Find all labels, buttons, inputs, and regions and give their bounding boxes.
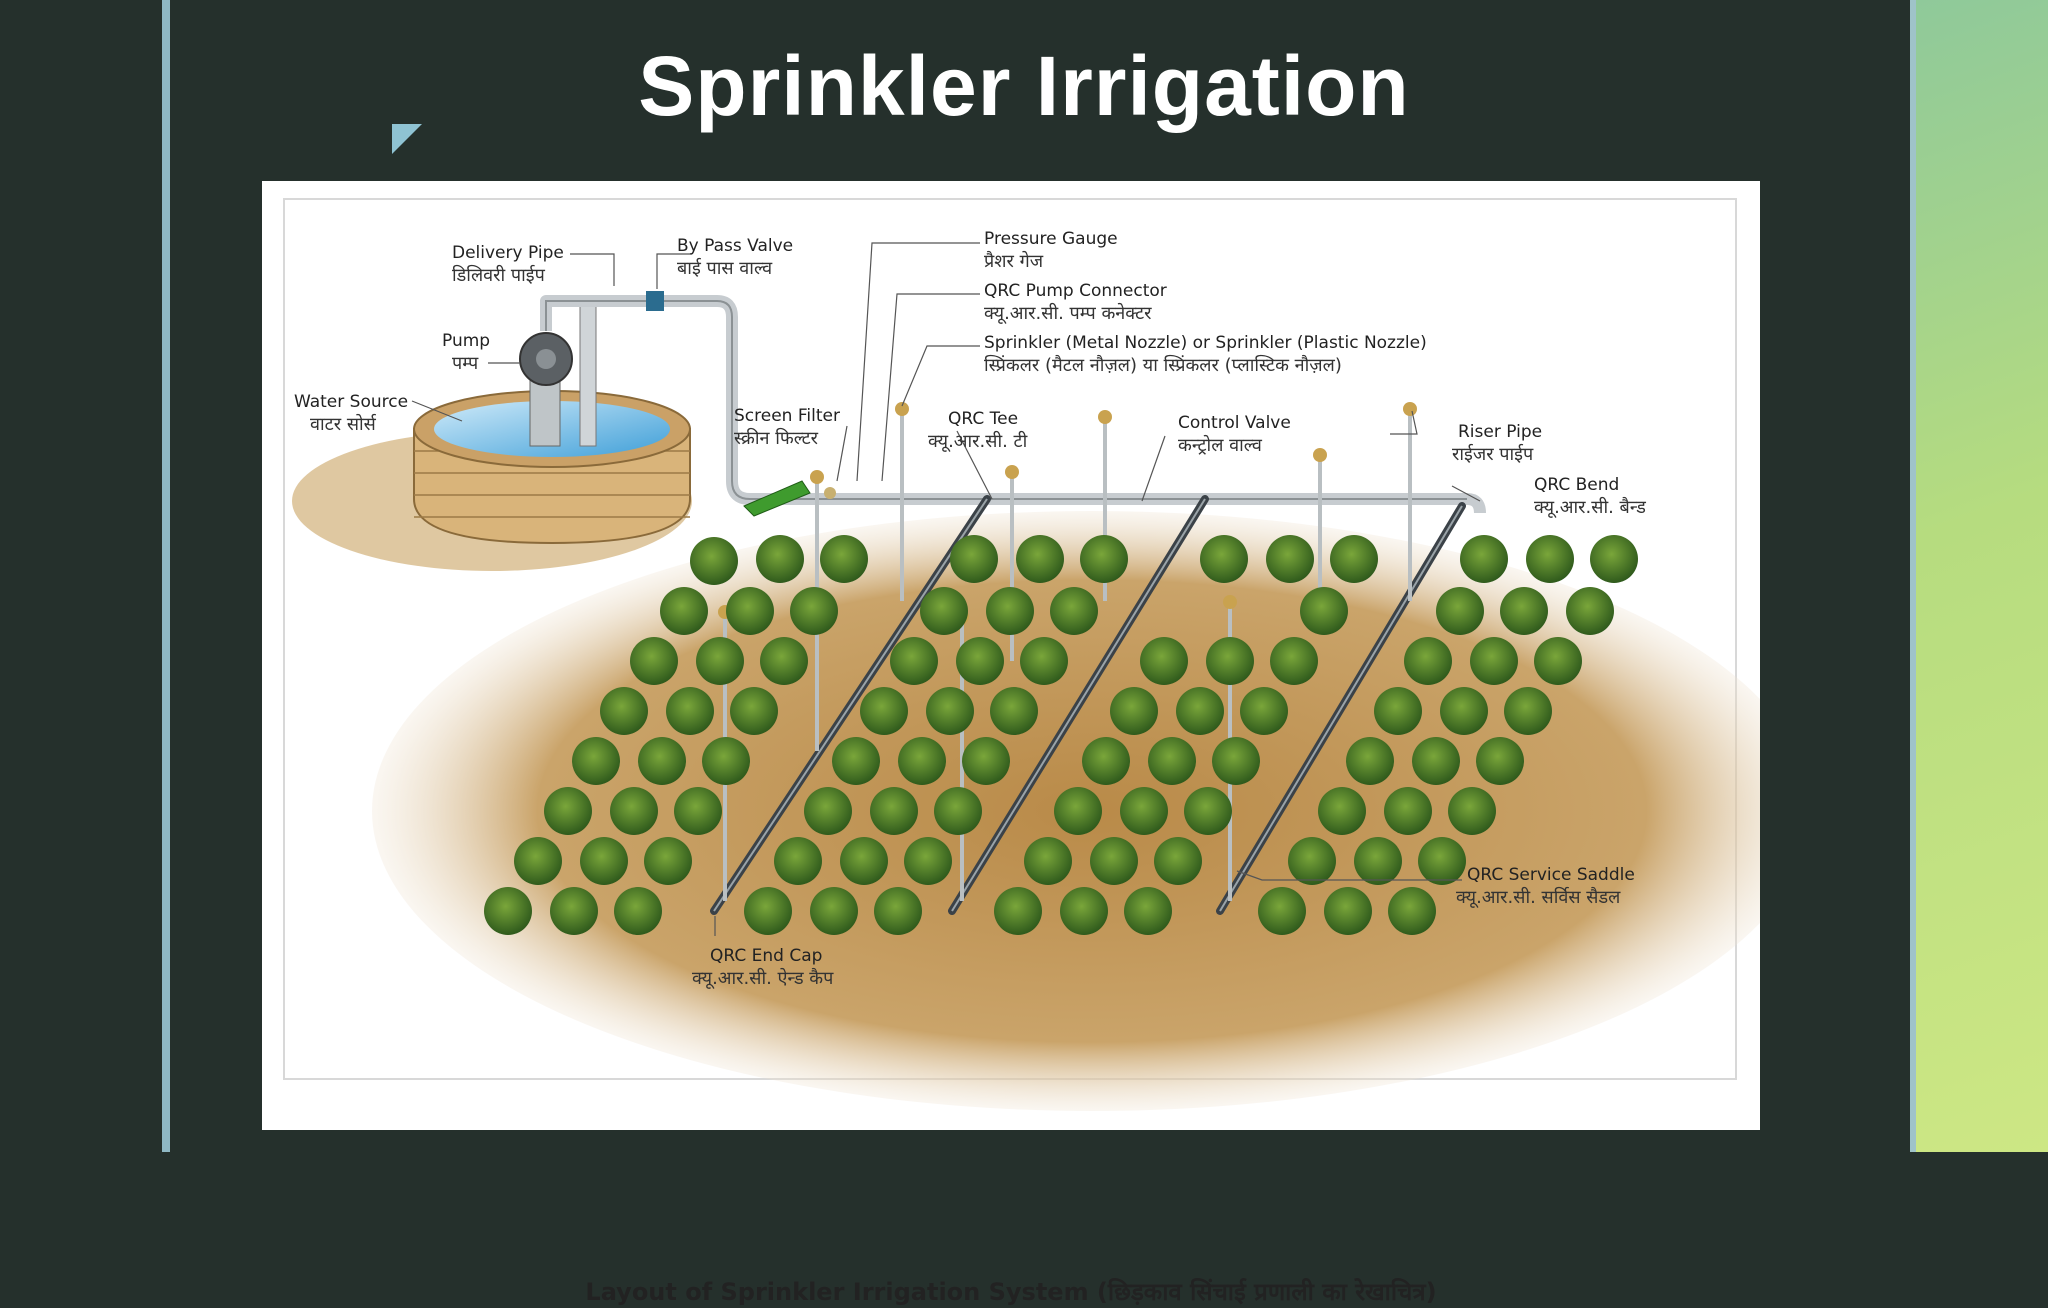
crop-plants: [484, 535, 1638, 935]
label-bypass-valve: By Pass Valve: [677, 236, 793, 256]
left-margin-band: [0, 0, 162, 1152]
screen-filter-icon: [743, 480, 836, 517]
label-leader-lines: [411, 242, 1481, 936]
label-sprinkler: Sprinkler (Metal Nozzle) or Sprinkler (P…: [984, 333, 1427, 353]
label-riser-pipe-hi: राईजर पाईप: [1452, 443, 1534, 465]
label-qrc-pump-connector: QRC Pump Connector: [984, 281, 1167, 301]
label-control-valve: Control Valve: [1178, 413, 1291, 433]
figure-caption: Layout of Sprinkler Irrigation System (छ…: [585, 1278, 1437, 1306]
label-sprinkler-hi: स्प्रिंकलर (मैटल नौज़ल) या स्प्रिंकलर (प…: [984, 354, 1342, 376]
irrigation-diagram: Delivery Pipe डिलिवरी पाईप By Pass Valve…: [283, 198, 1760, 1111]
corner-triangle-icon: [392, 124, 422, 154]
label-qrc-tee: QRC Tee: [948, 409, 1018, 429]
label-qrc-service-saddle-hi: क्यू.आर.सी. सर्विस सैडल: [1456, 886, 1621, 908]
label-qrc-pump-connector-hi: क्यू.आर.सी. पम्प कनेक्टर: [984, 302, 1152, 324]
decorative-side-panel: [1916, 0, 2048, 1152]
left-accent-line: [162, 0, 170, 1152]
label-qrc-end-cap-hi: क्यू.आर.सी. ऐन्ड कैप: [692, 967, 834, 989]
label-control-valve-hi: कन्ट्रोल वाल्व: [1178, 434, 1263, 456]
label-riser-pipe: Riser Pipe: [1458, 422, 1542, 442]
label-qrc-end-cap: QRC End Cap: [710, 946, 822, 966]
diagram-labels: Delivery Pipe डिलिवरी पाईप By Pass Valve…: [294, 229, 1646, 989]
label-qrc-bend-hi: क्यू.आर.सी. बैन्ड: [1534, 496, 1646, 518]
label-screen-filter: Screen Filter: [734, 406, 840, 426]
label-pump: Pump: [442, 331, 490, 351]
label-pressure-gauge: Pressure Gauge: [984, 229, 1118, 249]
irrigation-layout-figure: Delivery Pipe डिलिवरी पाईप By Pass Valve…: [262, 181, 1760, 1306]
label-delivery-pipe: Delivery Pipe: [452, 243, 564, 263]
label-water-source: Water Source: [294, 392, 408, 412]
label-qrc-tee-hi: क्यू.आर.सी. टी: [928, 430, 1028, 452]
label-bypass-valve-hi: बाई पास वाल्व: [677, 257, 773, 279]
label-pressure-gauge-hi: प्रैशर गेज: [984, 250, 1044, 272]
label-delivery-pipe-hi: डिलिवरी पाईप: [452, 264, 546, 286]
label-qrc-service-saddle: QRC Service Saddle: [1467, 865, 1635, 885]
label-screen-filter-hi: स्क्रीन फिल्टर: [734, 427, 819, 449]
lateral-highlights: [713, 498, 1463, 912]
pump-icon: [519, 291, 1486, 514]
bypass-valve-icon: [646, 291, 664, 311]
right-accent-line: [1910, 0, 1916, 1152]
label-qrc-bend: QRC Bend: [1534, 475, 1619, 495]
slide-title: Sprinkler Irrigation: [638, 39, 1410, 133]
label-pump-hi: पम्प: [452, 353, 479, 374]
label-water-source-hi: वाटर सोर्स: [310, 413, 377, 435]
